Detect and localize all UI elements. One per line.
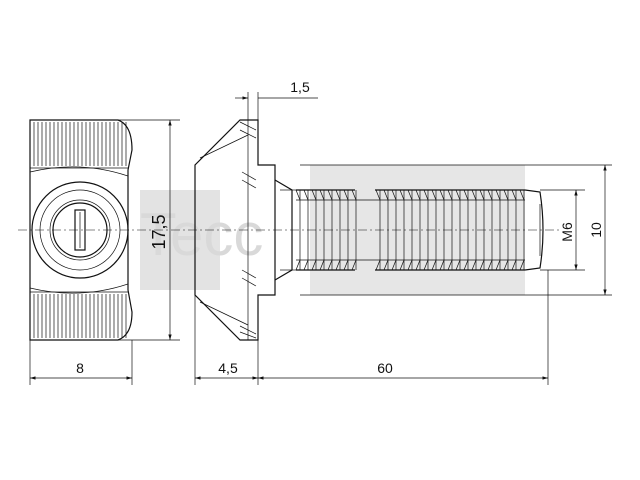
hatch-line: [303, 189, 309, 201]
hatch-line: [455, 259, 461, 271]
end-view: [29, 119, 133, 341]
watermark-block-left: [140, 190, 220, 290]
hatch-line: [335, 189, 341, 201]
hatch-line: [415, 259, 421, 271]
hatch-line: [391, 259, 397, 271]
dim-width-label: 8: [76, 360, 84, 376]
hatch-line: [295, 259, 301, 271]
hatch-line: [383, 259, 389, 271]
hatch-line: [319, 259, 325, 271]
hatch-line: [241, 277, 257, 287]
hatch-line: [479, 189, 485, 201]
hatch-line: [463, 189, 469, 201]
hatch-line: [241, 179, 257, 189]
hatch-line: [495, 259, 501, 271]
hatch-line: [407, 259, 413, 271]
dim-outer-label: 10: [588, 222, 604, 238]
dim-head-length-label: 4,5: [218, 360, 238, 376]
hatch-line: [399, 189, 405, 201]
hatch-line: [479, 259, 485, 271]
hatch-line: [439, 189, 445, 201]
hatch-line: [319, 189, 325, 201]
dim-shaft-length-label: 60: [377, 360, 393, 376]
hatch-line: [471, 259, 477, 271]
hatch-line: [415, 189, 421, 201]
hatch-line: [511, 259, 517, 271]
hatch-line: [351, 259, 357, 271]
hatch-line: [447, 189, 453, 201]
hatch-line: [511, 189, 517, 201]
knurl-bottom: [33, 294, 127, 338]
hatch-line: [519, 189, 525, 201]
dim-width: 8: [29, 340, 133, 385]
hatch-line: [343, 189, 349, 201]
knurl-top: [33, 122, 127, 166]
side-view: [194, 119, 544, 341]
hatch-line: [487, 189, 493, 201]
hatch-line: [399, 259, 405, 271]
hatch-line: [455, 189, 461, 201]
hatch-line: [241, 269, 257, 279]
hatch-line: [447, 259, 453, 271]
thread: [295, 189, 525, 271]
hatch-line: [519, 259, 525, 271]
hatch-line: [383, 189, 389, 201]
hatch-line: [407, 189, 413, 201]
hatch-line: [343, 259, 349, 271]
hatch-line: [431, 259, 437, 271]
dim-outer: 10: [300, 164, 612, 296]
dim-length: 4,5 60: [194, 270, 549, 385]
hatch-line: [439, 259, 445, 271]
hatch-line: [311, 189, 317, 201]
dim-thread-label: M6: [559, 222, 575, 242]
hatch-line: [503, 259, 509, 271]
hatch-line: [303, 259, 309, 271]
hatch-line: [375, 189, 381, 201]
hatch-line: [463, 259, 469, 271]
head-outline: [194, 119, 276, 341]
hatch-line: [351, 189, 357, 201]
dim-flange-label: 1,5: [290, 79, 310, 95]
dim-height-label: 17,5: [149, 214, 169, 249]
hatch-line: [311, 259, 317, 271]
hatch-line: [241, 171, 257, 181]
hatch-line: [327, 189, 333, 201]
watermark-text: Tecc: [140, 201, 263, 268]
hatch-line: [503, 189, 509, 201]
hatch-line: [423, 259, 429, 271]
hatch-line: [391, 189, 397, 201]
hatch-line: [327, 259, 333, 271]
dim-flange: 1,5: [235, 79, 318, 120]
hatch-line: [487, 259, 493, 271]
hatch-line: [375, 259, 381, 271]
thread-end: [524, 189, 544, 271]
hatch-line: [295, 189, 301, 201]
dim-height: 17,5: [118, 119, 180, 341]
hatch-line: [471, 189, 477, 201]
hatch-line: [423, 189, 429, 201]
hatch-line: [335, 259, 341, 271]
hatch-line: [431, 189, 437, 201]
hatch-line: [495, 189, 501, 201]
dim-thread: M6: [540, 189, 585, 271]
